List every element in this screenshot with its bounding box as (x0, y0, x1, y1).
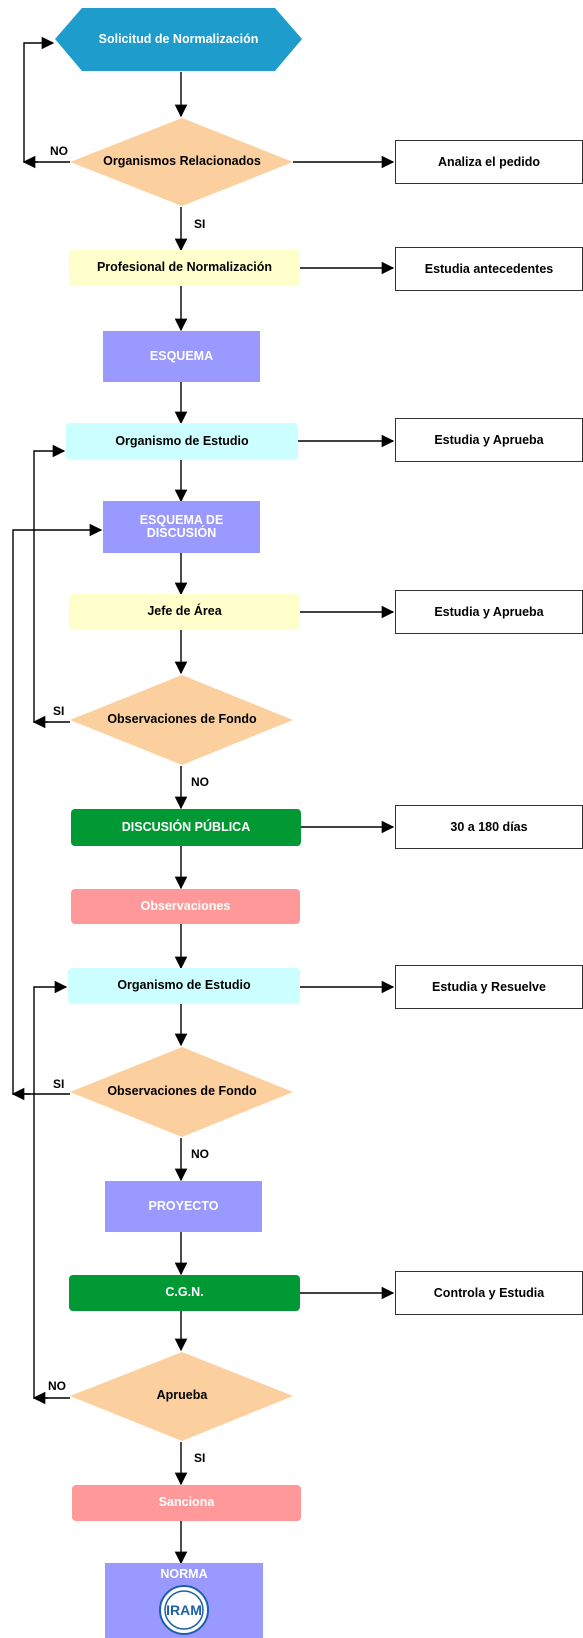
side-estudia-aprueba-1: Estudia y Aprueba (395, 418, 583, 462)
solicitud-hexagon (55, 8, 302, 71)
edge-label-si-3: SI (53, 1077, 65, 1091)
esquema-box: ESQUEMA (103, 331, 260, 382)
norma-box: NORMA IRAM (105, 1563, 263, 1638)
profesional-box: Profesional de Normalización (69, 250, 300, 286)
edge-label-si-1: SI (194, 217, 206, 231)
norma-label: NORMA (160, 1567, 208, 1581)
side-controla-estudia: Controla y Estudia (395, 1271, 583, 1315)
organismo-estudio-1-box: Organismo de Estudio (66, 423, 298, 460)
edge-label-no-1: NO (50, 144, 68, 158)
jefe-area-box: Jefe de Área (69, 594, 300, 630)
sanciona-box: Sanciona (72, 1485, 301, 1521)
aprueba-label: Aprueba (156, 1388, 208, 1403)
aprueba-diamond (70, 1352, 293, 1441)
loop-no-to-solicitud (23, 36, 70, 163)
observaciones-fondo-1-label: Observaciones de Fondo (107, 712, 257, 727)
cgn-box: C.G.N. (69, 1275, 300, 1311)
esquema-discusion-line2: DISCUSIÓN (146, 526, 217, 540)
proyecto-box: PROYECTO (105, 1181, 262, 1232)
side-analiza: Analiza el pedido (395, 140, 583, 184)
esquema-discusion-line1: ESQUEMA DE (139, 512, 224, 527)
observaciones-fondo-2-label: Observaciones de Fondo (107, 1084, 257, 1099)
loop-si-to-organismo-estudio (33, 444, 70, 723)
esquema-discusion-box: ESQUEMA DE DISCUSIÓN (103, 501, 260, 553)
loop-si-to-esquema-discusion (12, 523, 103, 1095)
edge-label-si-4: SI (194, 1451, 206, 1465)
discusion-publica-box: DISCUSIÓN PÚBLICA (71, 809, 301, 846)
edge-label-si-2: SI (53, 704, 65, 718)
observaciones-fondo-1-diamond (70, 675, 293, 765)
observaciones-box: Observaciones (71, 889, 300, 924)
iram-logo: IRAM (159, 1585, 209, 1636)
organismos-relacionados-label: Organismos Relacionados (103, 154, 261, 169)
side-estudia-resuelve: Estudia y Resuelve (395, 965, 583, 1009)
organismos-relacionados-diamond (70, 118, 293, 206)
solicitud-label: Solicitud de Normalización (98, 31, 259, 46)
side-estudia-aprueba-2: Estudia y Aprueba (395, 590, 583, 634)
side-estudia-antecedentes: Estudia antecedentes (395, 247, 583, 291)
edge-label-no-4: NO (48, 1379, 66, 1393)
organismo-estudio-2-box: Organismo de Estudio (68, 968, 300, 1004)
observaciones-fondo-2-diamond (70, 1047, 293, 1137)
edge-label-no-3: NO (191, 1147, 209, 1161)
edge-label-no-2: NO (191, 775, 209, 789)
side-dias: 30 a 180 días (395, 805, 583, 849)
iram-logo-text: IRAM (166, 1602, 202, 1618)
loop-no-to-organismo-estudio-2 (33, 980, 70, 1399)
